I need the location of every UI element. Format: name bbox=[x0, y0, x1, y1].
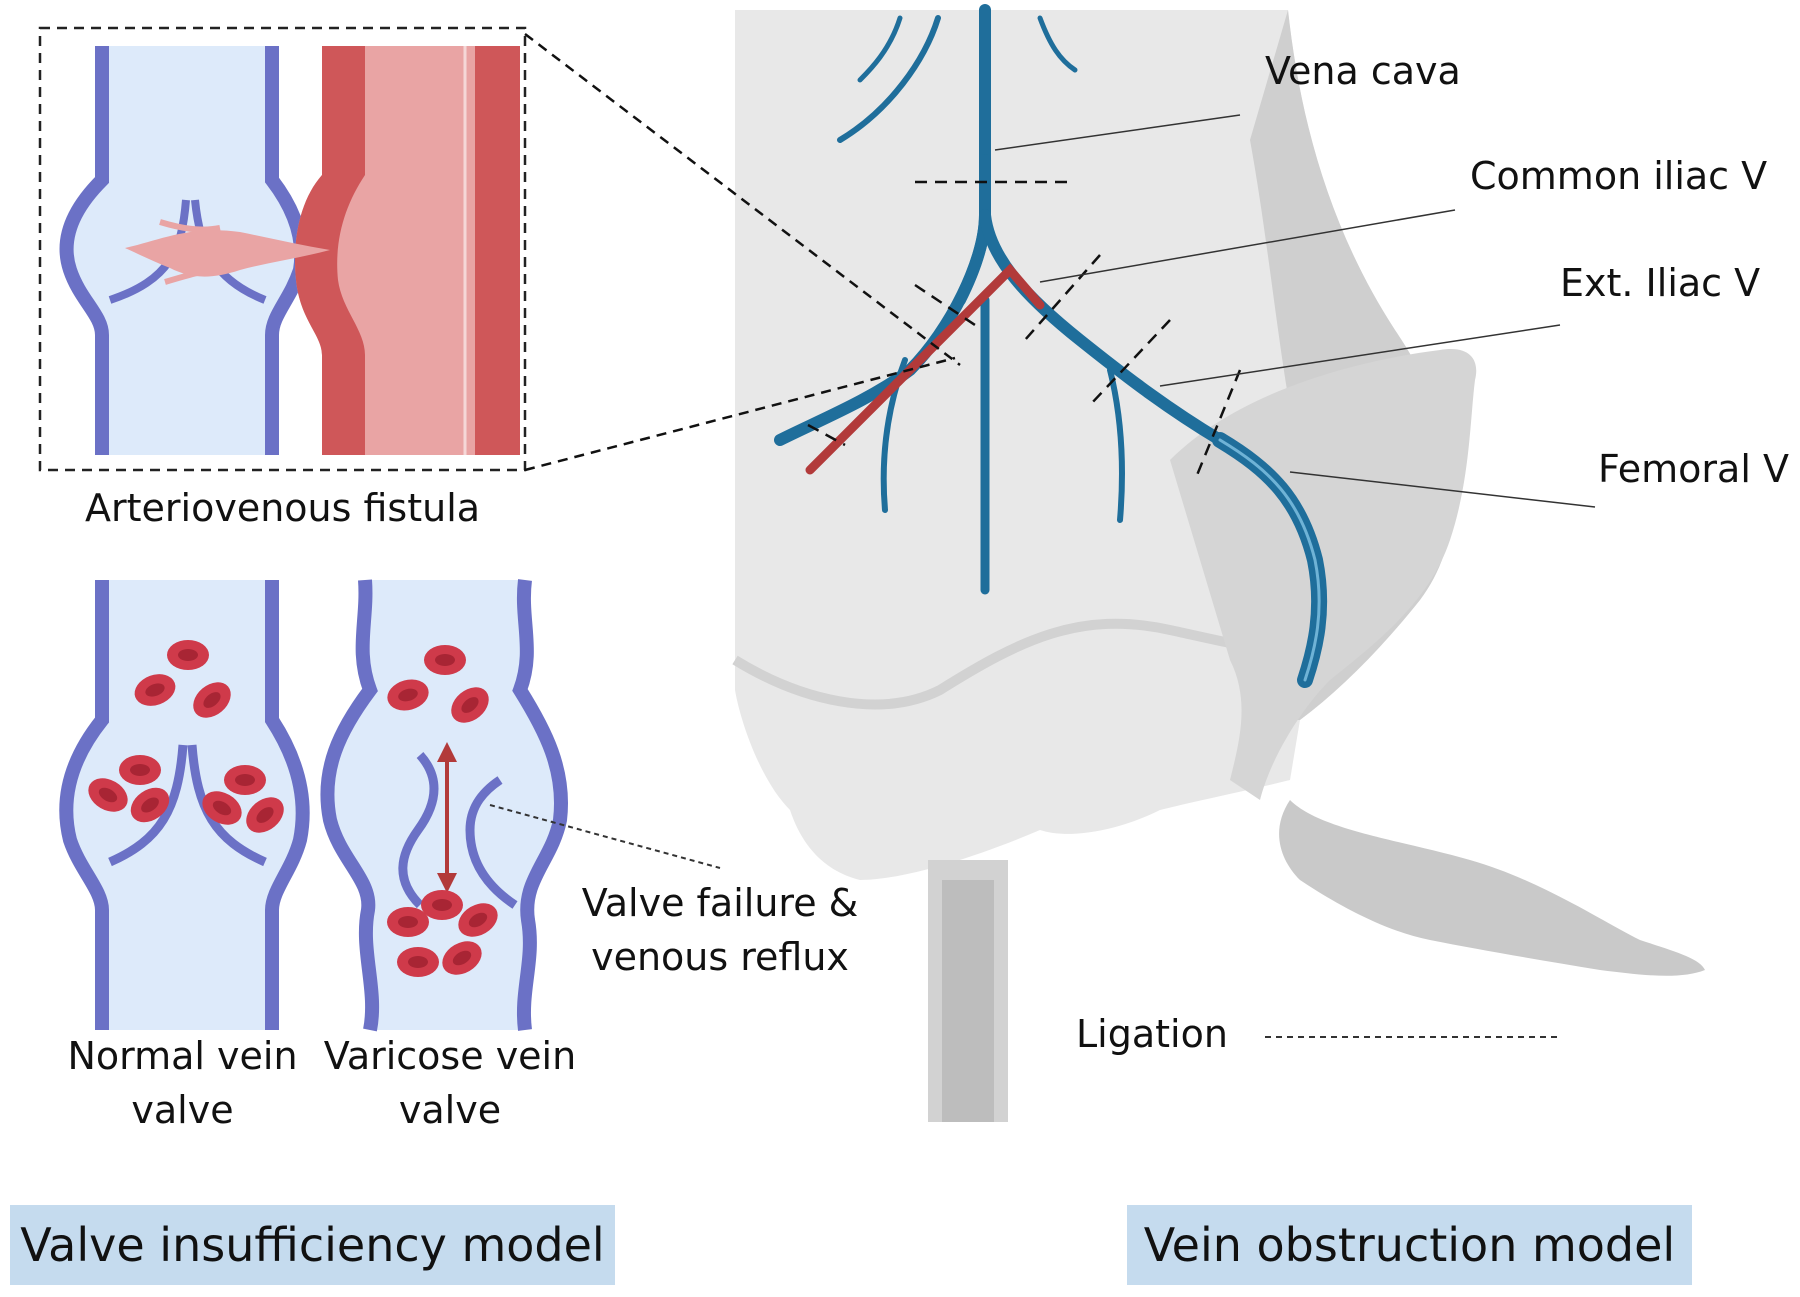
inset-frame bbox=[38, 26, 527, 472]
label-normal-vein-valve: Normal vein valve bbox=[55, 1034, 310, 1132]
valve-insufficiency-model-box: Valve insufficiency model bbox=[10, 1205, 615, 1285]
iliac-artery bbox=[805, 263, 1045, 475]
varicose-vein-line1: Varicose vein bbox=[323, 1034, 577, 1078]
label-vena-cava: Vena cava bbox=[1265, 49, 1461, 93]
label-leaders bbox=[994, 114, 1596, 508]
label-valve-failure: Valve failure & venous reflux bbox=[570, 881, 870, 979]
normal-vein-line2: valve bbox=[131, 1087, 234, 1132]
valve-failure-leader bbox=[489, 804, 721, 869]
rat-illustration bbox=[732, 10, 1705, 1122]
valve-failure-line2: venous reflux bbox=[591, 934, 849, 979]
normal-vein-line1: Normal vein bbox=[67, 1034, 298, 1078]
valve-failure-line1: Valve failure & bbox=[581, 881, 859, 925]
label-common-iliac: Common iliac V bbox=[1470, 154, 1768, 198]
ligation-marks bbox=[807, 180, 1242, 481]
av-fistula-inset bbox=[38, 26, 527, 472]
normal-vein-valve bbox=[59, 580, 310, 1030]
label-ext-iliac: Ext. Iliac V bbox=[1560, 261, 1761, 305]
rat-hind-foot bbox=[1279, 800, 1705, 976]
label-femoral: Femoral V bbox=[1598, 447, 1789, 491]
varicose-vein-line2: valve bbox=[398, 1087, 502, 1132]
label-varicose-vein-valve: Varicose vein valve bbox=[315, 1034, 585, 1132]
label-ligation: Ligation bbox=[1076, 1012, 1228, 1056]
varicose-vein-valve bbox=[320, 579, 568, 1032]
label-av-fistula: Arteriovenous fistula bbox=[85, 486, 481, 530]
vein-obstruction-model-box: Vein obstruction model bbox=[1127, 1205, 1692, 1285]
